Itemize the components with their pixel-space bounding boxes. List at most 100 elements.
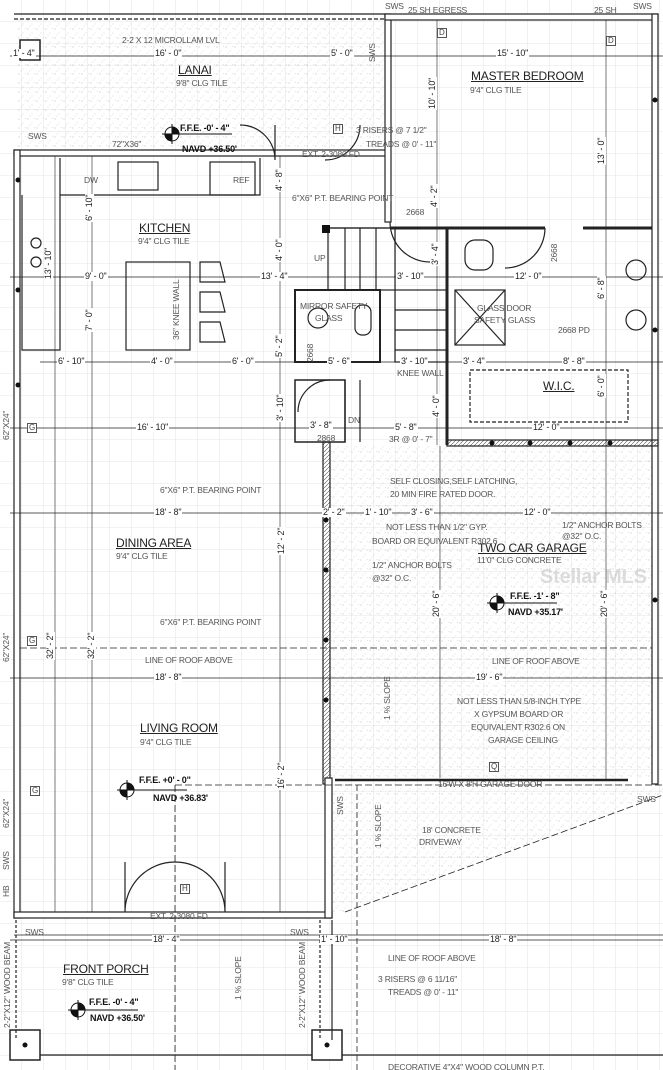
garage-navd-label: NAVD +35.17'	[508, 607, 563, 617]
slope-garage-label: 1 % SLOPE	[382, 676, 392, 720]
type-x-2-label: X GYPSUM BOARD OR	[474, 709, 564, 719]
driveway-2-label: DRIVEWAY	[419, 837, 462, 847]
living-ffe-label: F.F.E. +0' - 0"	[139, 775, 191, 785]
r3-v2-dimension: 4' - 0"	[431, 394, 441, 418]
dw-label: DW	[84, 175, 98, 185]
door-2668-c-label: 2668	[305, 343, 315, 362]
hb-label: HB	[1, 885, 11, 897]
r4-2-dimension: 2' - 2"	[322, 507, 346, 517]
type-x-4-label: GARAGE CEILING	[488, 735, 558, 745]
ext-door-bottom-label: EXT. 2-3080 FD	[150, 911, 208, 921]
r2-1-dimension: 6' - 10"	[57, 356, 86, 366]
r1-2-dimension: 13' - 4"	[260, 271, 289, 281]
r2-3-dimension: 6' - 0"	[231, 356, 255, 366]
kitchen-ceiling-label: 9'4" CLG TILE	[138, 236, 190, 246]
sws-a-label: SWS	[335, 796, 345, 815]
mirror-1-label: MIRROR SAFETY	[300, 301, 368, 311]
roof-a-label: LINE OF ROOF ABOVE	[145, 655, 233, 665]
glass-door-2-label: SAFETY GLASS	[474, 315, 536, 325]
bearing-point	[322, 225, 330, 233]
slope-drive-label: 1 % SLOPE	[373, 804, 383, 848]
ref-label: REF	[233, 175, 250, 185]
mb-v2-dimension: 13' - 0"	[596, 136, 606, 165]
egress-label: 25 SH EGRESS	[408, 5, 468, 15]
top-3-dimension: 5' - 0"	[330, 48, 354, 58]
garage-name-label: TWO CAR GARAGE	[478, 541, 587, 555]
window-72-label: 72"X36"	[112, 139, 142, 149]
lanai-ceiling-label: 9'8" CLG TILE	[176, 78, 228, 88]
elevation-marker-icon	[487, 593, 557, 613]
kitchen-name-label: KITCHEN	[139, 221, 191, 235]
sws-c-label: SWS	[1, 851, 11, 870]
lanai-ffe-label: F.F.E. -0' - 4"	[180, 123, 230, 133]
roof-c-label: LINE OF ROOF ABOVE	[388, 953, 476, 963]
lanai-floor	[18, 18, 386, 150]
gyp-2-label: BOARD OR EQUIVALENT R302.6	[372, 536, 498, 546]
driveway-floor	[332, 784, 663, 912]
bearing-3-label: 6"X6" P.T. BEARING POINT	[160, 617, 262, 627]
sws-lanai-label: SWS	[28, 131, 47, 141]
top-2-dimension: 16' - 0"	[154, 48, 183, 58]
risers-bot-1-label: 3 RISERS @ 6 11/16"	[378, 974, 458, 984]
k-v4-dimension: 4' - 0"	[274, 238, 284, 262]
living-navd-label: NAVD +36.83'	[153, 793, 208, 803]
sws-e-label: SWS	[290, 927, 309, 937]
r2-7-dimension: 8' - 8"	[562, 356, 586, 366]
lvl-label: 2-2 X 12 MICROLLAM LVL	[122, 35, 220, 45]
glass-door-1-label: GLASS DOOR	[477, 303, 532, 313]
door-2868-label: 2868	[317, 433, 336, 443]
k-v6-dimension: 5' - 2"	[274, 334, 284, 358]
r6-3-dimension: 18' - 8"	[489, 934, 518, 944]
sh-label: 25 SH	[594, 5, 617, 15]
porch-name-label: FRONT PORCH	[63, 962, 149, 976]
dining-name-label: DINING AREA	[116, 536, 192, 550]
knee-wall-36-label: 36" KNEE WALL	[171, 279, 181, 340]
mb-v3-dimension: 4' - 2"	[429, 184, 439, 208]
k-v2-dimension: 6' - 10"	[84, 193, 94, 222]
type-x-1-label: NOT LESS THAN 5/8-INCH TYPE	[457, 696, 582, 706]
r1-1-dimension: 9' - 0"	[84, 271, 108, 281]
r2-4-dimension: 5' - 6"	[327, 356, 351, 366]
r2-2-dimension: 4' - 0"	[150, 356, 174, 366]
g-b-label: G	[27, 636, 38, 646]
watermark-label: Stellar MLS	[540, 566, 647, 588]
driveway-1-label: 18' CONCRETE	[422, 825, 481, 835]
roof-b-label: LINE OF ROOF ABOVE	[492, 656, 580, 666]
top-1-dimension: 1' - 4"	[12, 48, 36, 58]
g-c-label: G	[30, 786, 41, 796]
door-2668-a-label: 2668	[406, 207, 425, 217]
d2-label: D	[606, 36, 616, 46]
sws-2-label: SWS	[633, 1, 652, 11]
dining-ceiling-label: 9'4" CLG TILE	[116, 551, 168, 561]
door-2668-b-label: 2668	[549, 243, 559, 262]
lanai-name-label: LANAI	[178, 63, 212, 77]
k-v5-dimension: 7' - 0"	[84, 308, 94, 332]
r4-4-dimension: 3' - 6"	[410, 507, 434, 517]
garage-door-label: 16'W X 8'H GARAGE DOOR	[438, 779, 543, 789]
garage-ffe-label: F.F.E. -1' - 8"	[510, 591, 560, 601]
anchor-a1-label: 1/2" ANCHOR BOLTS	[562, 520, 642, 530]
bearing-2-label: 6"X6" P.T. BEARING POINT	[160, 485, 262, 495]
up-label: UP	[314, 253, 326, 263]
elevation-marker-icon	[117, 780, 187, 800]
r6-1-dimension: 18' - 4"	[152, 934, 181, 944]
r5-2-dimension: 19' - 6"	[475, 672, 504, 682]
r2-5-dimension: 3' - 10"	[400, 356, 429, 366]
r6-2-dimension: 1' - 10"	[320, 934, 349, 944]
anchor-a2-label: @32" O.C.	[562, 531, 602, 541]
porch-navd-label: NAVD +36.50'	[90, 1013, 145, 1023]
mirror-2-label: GLASS	[315, 313, 343, 323]
elevation-marker-icon	[68, 1000, 138, 1020]
column-label: DECORATIVE 4"X4" WOOD COLUMN P.T.	[388, 1062, 545, 1070]
master-bedroom-ceiling-label: 9'4" CLG TILE	[470, 85, 522, 95]
q-label: Q	[489, 762, 500, 772]
master-bedroom-name-label: MASTER BEDROOM	[471, 69, 584, 83]
o-v2-dimension: 32' - 2"	[86, 631, 96, 660]
r3-1-dimension: 16' - 10"	[136, 422, 170, 432]
risers-bot-2-label: TREADS @ 0' - 11"	[388, 987, 459, 997]
mb-v1-dimension: 10' - 10"	[427, 76, 437, 110]
r3-4-dimension: 12' - 0"	[532, 422, 561, 432]
risers-top-2-label: TREADS @ 0' - 11"	[366, 139, 437, 149]
